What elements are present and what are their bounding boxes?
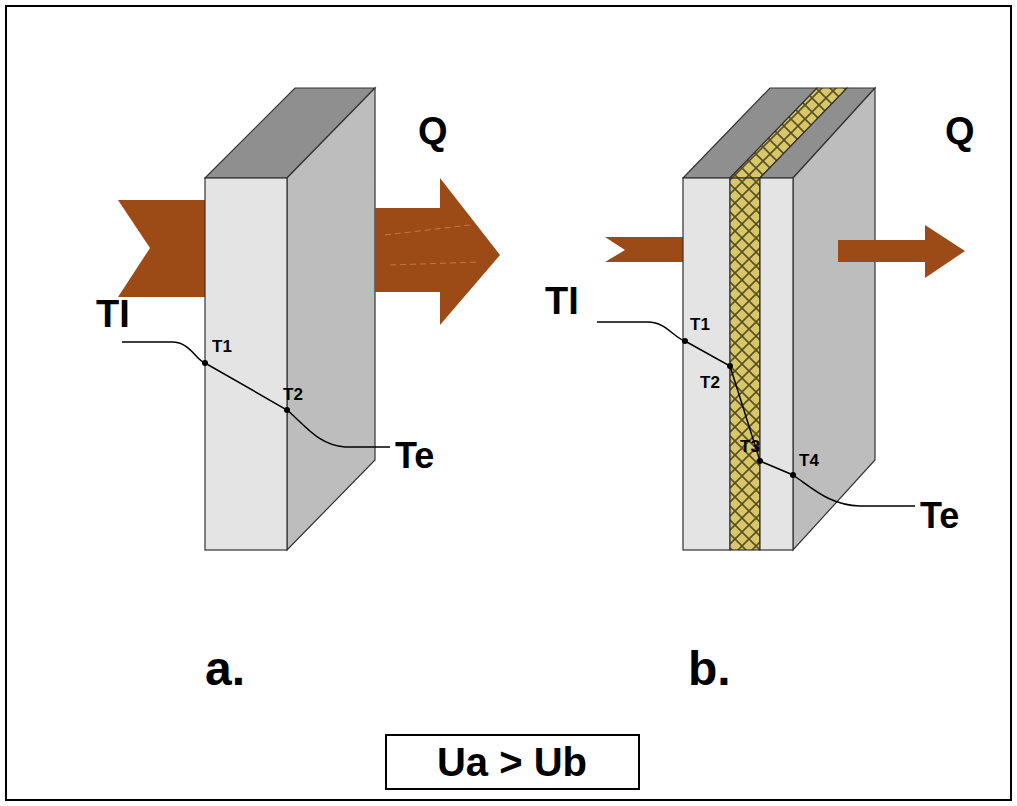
heat-arrow-in	[605, 237, 683, 262]
temperature-label: T3	[740, 438, 760, 455]
temperature-label: T2	[700, 374, 720, 391]
panel-letter: b.	[688, 645, 731, 693]
panel-letter: a.	[205, 645, 245, 693]
temperature-label: TI	[96, 295, 130, 333]
temperature-label: TI	[545, 282, 579, 320]
temperature-label: Te	[395, 438, 434, 474]
heat-arrow-in	[118, 200, 205, 297]
temperature-label: T1	[690, 316, 710, 333]
heat-arrow-out	[375, 178, 500, 325]
comparison-text: Ua > Ub	[437, 742, 587, 782]
temperature-label: T4	[799, 452, 819, 469]
frame	[6, 6, 1011, 800]
comparison-box: Ua > Ub	[385, 734, 640, 790]
wall-side	[793, 88, 875, 550]
outer-layer	[760, 178, 793, 550]
inner-layer	[683, 178, 730, 550]
wall-side	[287, 88, 375, 550]
wall-front	[205, 178, 287, 550]
heat-flow-label: Q	[418, 112, 448, 150]
temperature-label: Te	[920, 498, 959, 534]
insulation-layer	[730, 178, 760, 550]
heat-flow-label: Q	[945, 112, 975, 150]
temperature-label: T2	[283, 386, 303, 403]
temperature-profile	[122, 342, 390, 447]
temperature-label: T1	[212, 338, 232, 355]
heat-arrow-out	[838, 225, 965, 278]
temperature-profile	[597, 322, 915, 506]
